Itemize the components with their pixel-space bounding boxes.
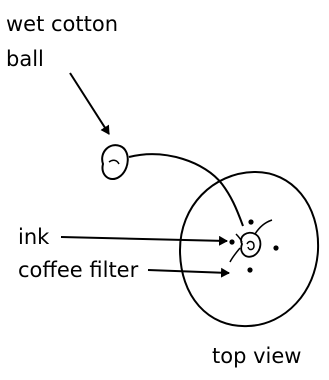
ink-dot — [247, 267, 252, 272]
ink-label: ink — [18, 227, 49, 248]
wick — [129, 154, 243, 226]
cotton-ball-detail — [109, 160, 119, 164]
cotton-ball-arrow — [70, 73, 109, 134]
ink-spread-line — [230, 248, 240, 262]
ink-dot — [229, 239, 234, 244]
cotton-ball-label-line2: ball — [6, 49, 44, 70]
ink-dot — [273, 245, 278, 250]
coffee-filter-label: coffee filter — [18, 260, 138, 281]
cotton-ball — [102, 145, 128, 179]
ink-arrow — [61, 237, 227, 241]
ink-center-blot — [241, 233, 260, 257]
coffee-filter-arrow — [148, 270, 229, 273]
ink-center-swirl — [247, 242, 254, 250]
cotton-ball-label-line1: wet cotton — [6, 14, 118, 35]
ink-spread-line — [255, 220, 272, 234]
ink-dot — [248, 219, 253, 224]
top-view-label: top view — [212, 346, 301, 367]
